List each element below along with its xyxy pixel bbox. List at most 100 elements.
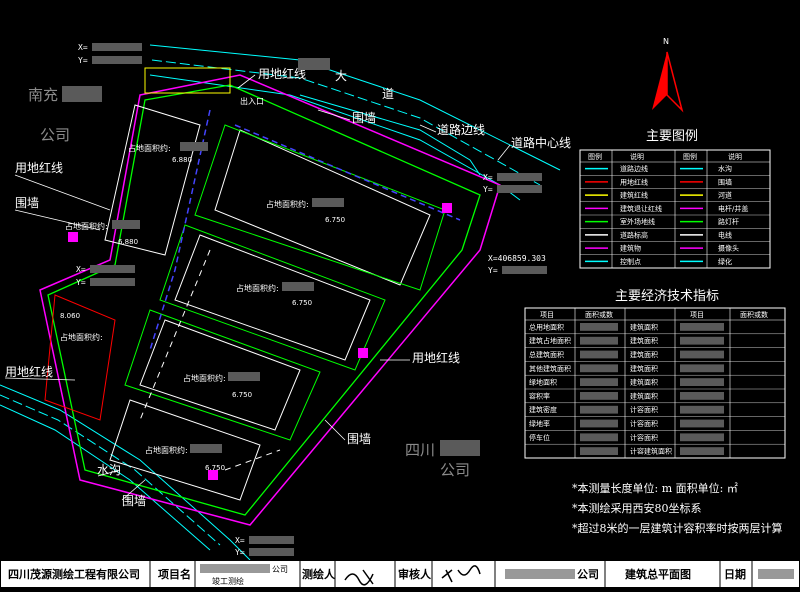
econ-value-left-redacted [580,336,618,345]
econ-value-right-redacted [680,433,724,442]
legend-table: 图例 说明 图例 说明 道路边线水沟用地红线围墙建筑红线河道建筑退让红线电杆/井… [579,149,771,269]
leader-red-line-left [14,174,111,211]
setback-line-2 [224,449,281,471]
legend-desc-right: 河道 [718,191,732,200]
econ-value-left-redacted [580,350,618,359]
econ-title: 主要经济技术指标 [615,289,719,304]
title-block-project-value-1: 公司 [272,565,288,574]
econ-value-left-redacted [580,433,618,442]
coord-y-mid-left-redacted [90,278,135,286]
leader-ditch [97,469,121,477]
coord-x-top-left: X= [78,43,88,52]
label-road-name-2: 道 [382,87,394,101]
econ-value-right-redacted [680,378,724,386]
north-arrow-right-half [666,51,684,113]
area-label-4: 占地面积约: [236,283,279,293]
left-road-edge-1 [0,384,251,561]
econ-rows: 总用地面积建筑面积建筑占地面积建筑面积总建筑面积建筑面积其他建筑面积建筑面积绿地… [525,322,785,456]
note-3: *超过8米的一层建筑计容积率时按两层计算 [572,521,783,535]
north-arrow: N [652,37,684,113]
label-wall-left: 围墙 [15,196,39,210]
title-block-project-redacted [200,564,270,573]
coord-x-right-top: X= [483,173,493,182]
econ-item-left: 总用地面积 [529,322,564,331]
legend-header-symbol-1: 图例 [588,152,602,161]
econ-item-left: 停车位 [529,433,550,442]
road [149,44,561,201]
econ-value-left-redacted [580,405,618,414]
econ-item-left: 建筑占地面积 [529,336,571,345]
elevation-6: 6.750 [205,464,225,472]
left-road [0,384,251,561]
marker-4 [208,470,218,480]
leader-wall-right [324,419,346,441]
leader-lines [4,74,511,501]
coord-y-right-mid-redacted [502,266,547,274]
econ-header-value-1: 面积或数 [585,310,613,319]
leader-red-line-top [237,74,256,89]
leader-wall-bottom [121,479,146,501]
label-wall-right: 围墙 [347,432,371,446]
title-block-reviewer-label: 审核人 [398,567,432,581]
left-road-edge-2 [0,404,211,551]
building-5 [109,399,261,501]
neighbour-name-right-2: 公司 [440,461,470,479]
setback-line-1 [139,249,211,421]
legend-desc-right: 摄像头 [718,244,739,253]
econ-value-right-redacted [680,405,724,414]
coord-y-top-left: Y= [78,56,88,65]
inner-road-1 [149,109,211,351]
setback-lines [139,249,281,471]
leader-wall-top [317,109,351,121]
elevation-4: 6.750 [292,299,312,307]
area-label-5: 占地面积约: [60,332,103,342]
title-block: 四川茂源测绘工程有限公司 项目名 公司 竣工测绘 测绘人 审核人 公司 建筑总平… [0,560,800,588]
legend-desc-right: 电杆/井盖 [718,204,748,213]
gate-area [144,67,231,94]
building-2-boundary [194,124,446,291]
label-land-red-line-bottom: 用地红线 [5,364,53,379]
inner-roads [149,109,461,351]
coord-y-mid-left: Y= [76,278,86,287]
label-road-name-1: 大 [335,69,347,83]
econ-value-right-redacted [680,392,724,400]
label-wall-bottom: 围墙 [122,494,146,508]
road-center-line [151,59,541,186]
econ-value-left-redacted [580,447,618,455]
econ-value-left-redacted [580,392,618,400]
neighbour-name-left-1: 南充 [28,86,58,104]
buildings [44,104,446,501]
label-land-red-line-top: 用地红线 [258,66,306,81]
note-1: *本测量长度单位: m 面积单位: ㎡ [572,481,738,495]
label-land-red-line-left: 用地红线 [15,160,63,175]
econ-border [524,307,786,459]
econ-header-item-1: 项目 [540,311,554,319]
legend-desc-left: 建筑退让红线 [620,204,662,213]
label-land-red-line-right: 用地红线 [412,350,460,365]
leader-road-edge [419,124,437,133]
legend-desc-left: 建筑红线 [620,191,648,200]
econ-header-item-2: 项目 [690,311,704,319]
land-red-line-boundary [39,74,501,526]
coord-y-right-mid: Y= [488,266,498,275]
surveyor-signature [344,569,374,586]
legend-desc-right: 路灯杆 [718,217,739,226]
building-3-boundary [159,224,386,371]
econ-item-mid: 建筑面积 [630,391,658,400]
econ-item-mid: 建筑面积 [630,364,658,373]
coord-x-mid-left: X= [76,265,86,274]
legend-desc-left: 道路标高 [620,230,648,239]
area-value-2-redacted [312,198,344,207]
left-road-center [0,394,221,546]
elevation-3: 6.750 [325,216,345,224]
title-block-grid: 四川茂源测绘工程有限公司 项目名 公司 竣工测绘 测绘人 审核人 公司 建筑总平… [0,560,800,588]
label-wall-top: 围墙 [352,111,376,125]
neighbour-name-left-2: 公司 [40,126,70,144]
legend-header-desc-2: 说明 [728,152,742,161]
econ-item-left: 容积率 [529,391,550,400]
econ-item-mid: 计容建筑面积 [630,447,672,456]
label-road-center: 道路中心线 [511,135,571,150]
area-label-2: 占地面积约: [266,199,309,209]
coord-y-right-top: Y= [483,185,493,194]
